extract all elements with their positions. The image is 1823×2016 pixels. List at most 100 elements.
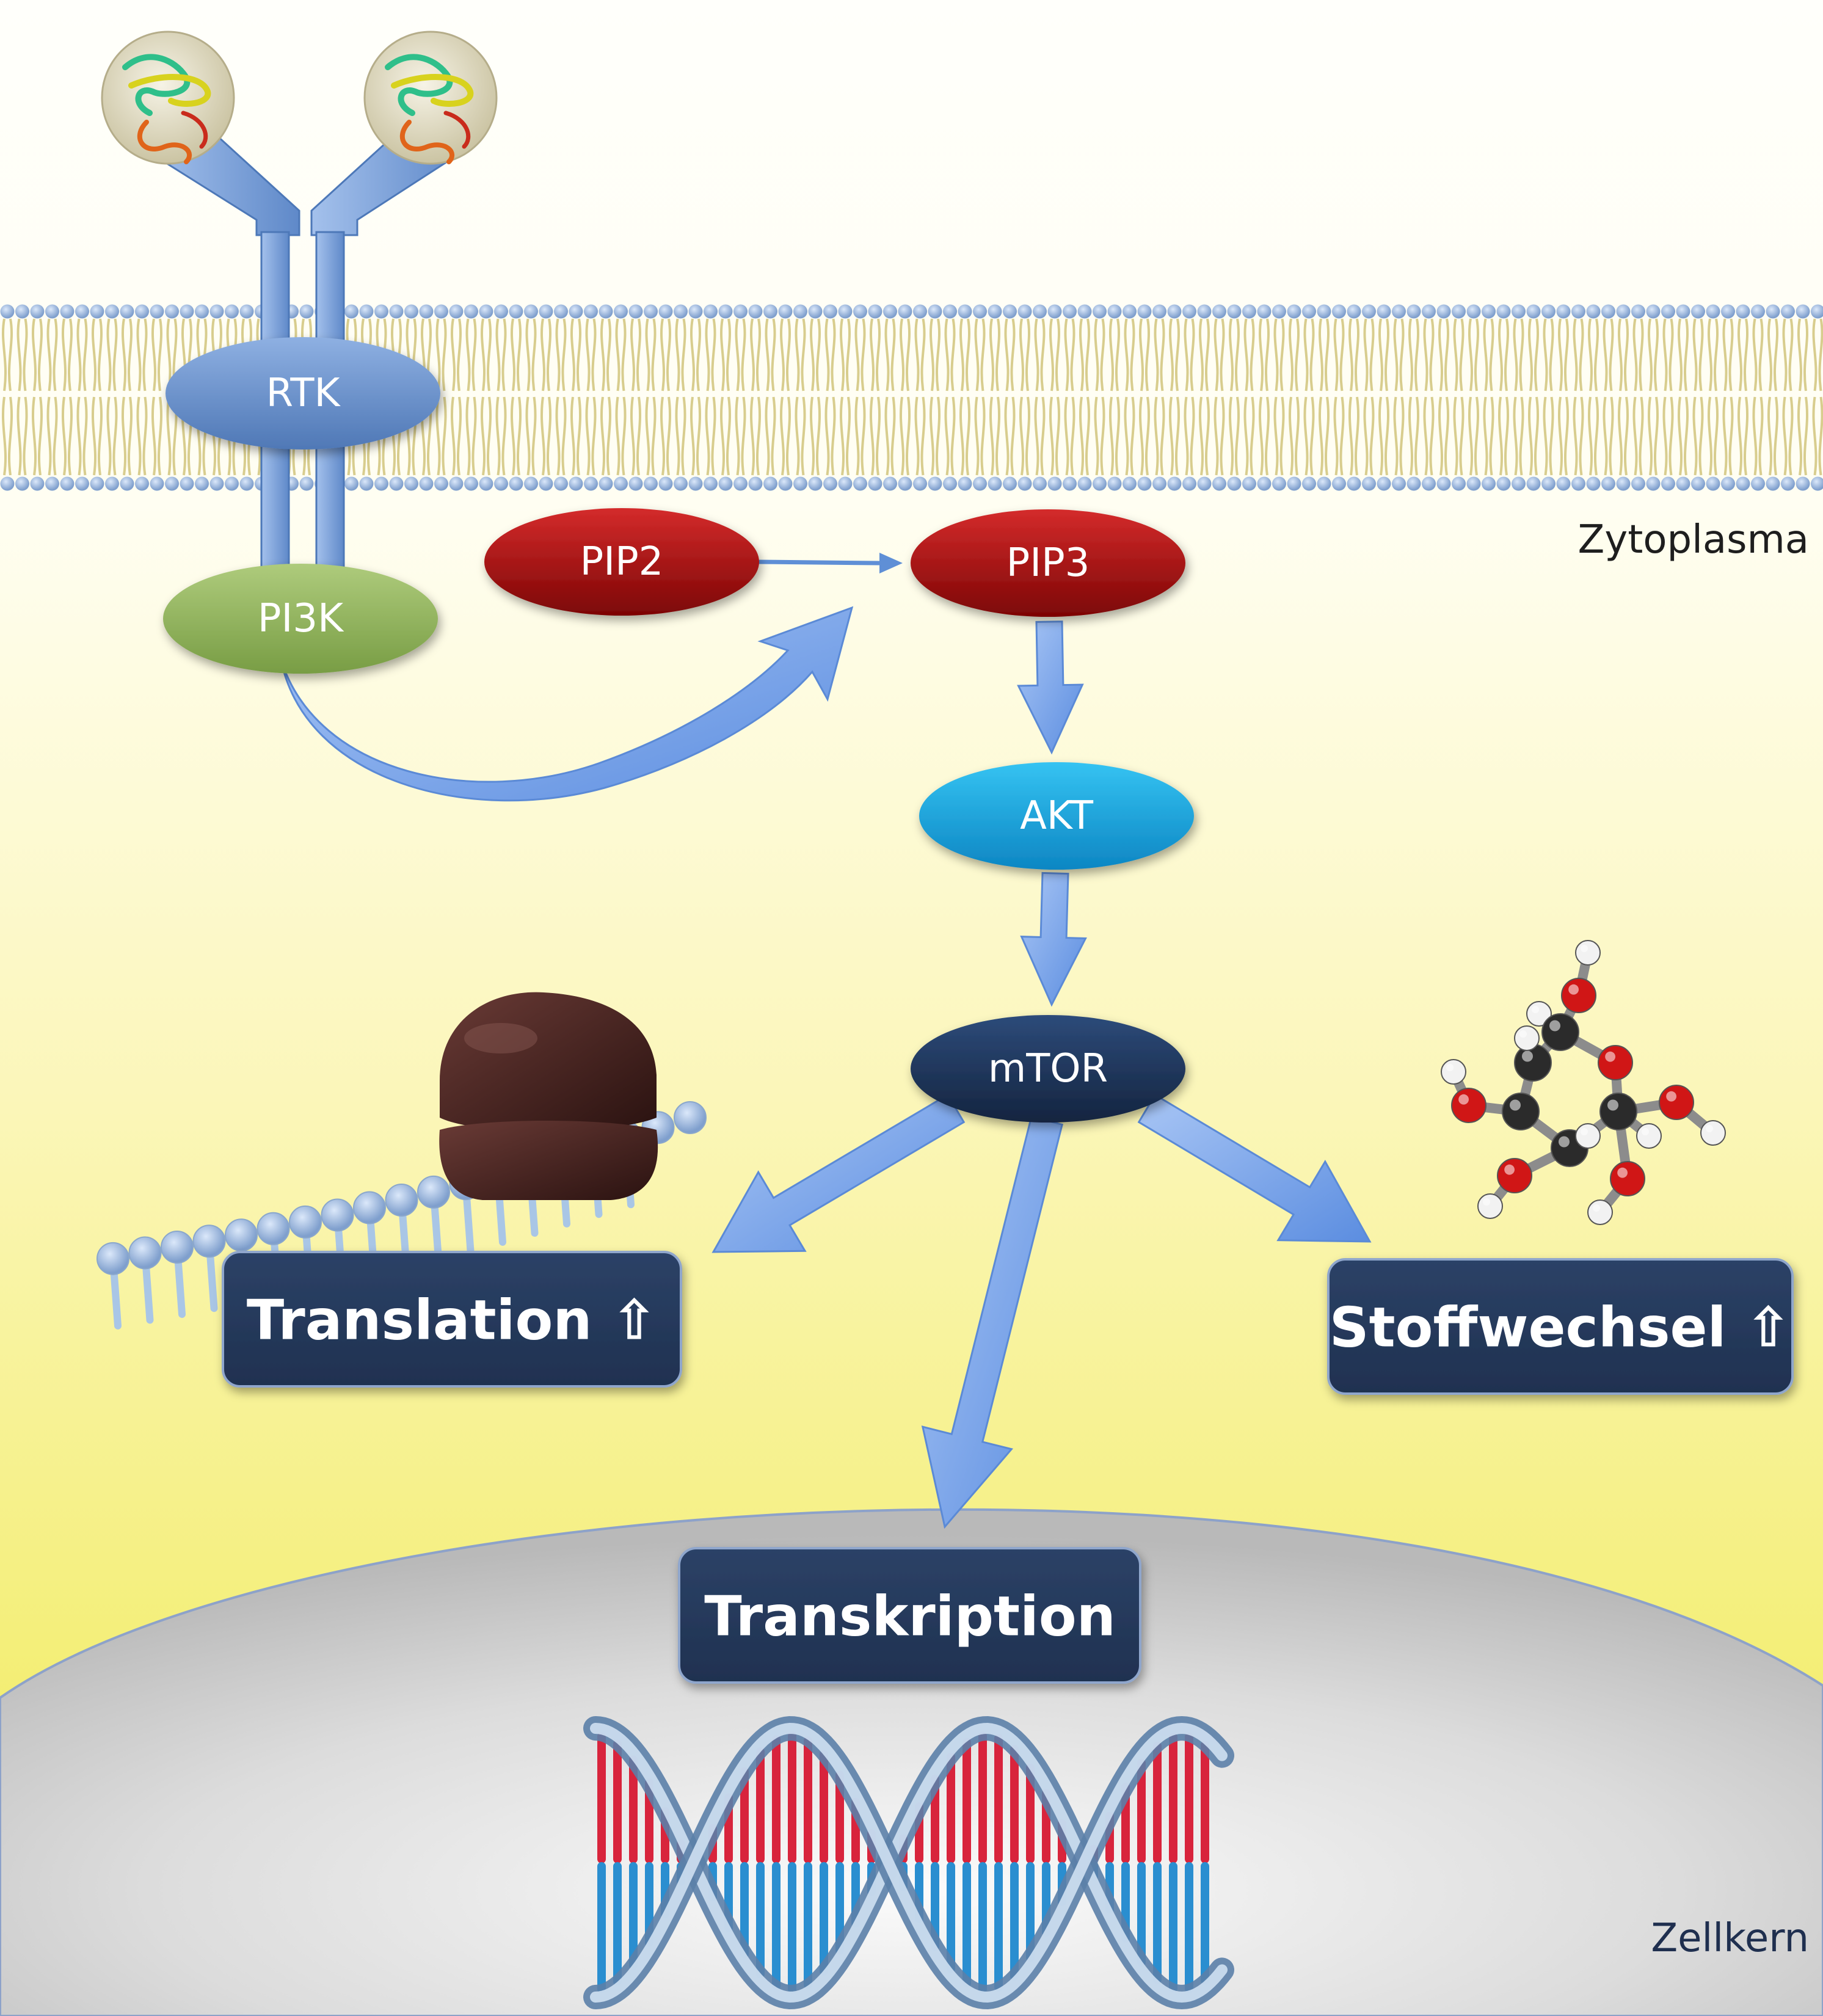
lipid-head [1601,304,1615,319]
lipid-tail [1504,318,1509,391]
pip3-label: PIP3 [1006,540,1090,586]
lipid-tail [1474,318,1479,391]
lipid-head [1781,304,1795,319]
lipid-tail [531,318,537,391]
lipid-head [404,476,418,491]
lipid-head [75,476,89,491]
lipid-tail [142,396,148,476]
hydrogen-atom [1514,1025,1540,1051]
lipid-tail [1668,396,1674,476]
lipid-tail [23,396,28,476]
lipid-tail [1744,318,1748,391]
lipid-tail [435,318,441,391]
lipid-tail [854,318,860,391]
lipid-tail [810,318,815,391]
lipid-tail [726,396,731,476]
lipid-tail [720,318,725,391]
lipid-tail [511,318,515,391]
lipid-tail [1235,318,1240,391]
lipid-tail [914,318,920,391]
lipid-tail [1618,396,1623,476]
lipid-head [1796,304,1810,319]
lipid-tail [1243,396,1249,476]
lipid-head [165,476,179,491]
lipid-head [464,476,478,491]
lipid-tail [1662,396,1668,476]
lipid-head [1661,476,1675,491]
lipid-tail [1378,318,1383,391]
lipid-tail [1154,318,1159,391]
pip2-node: PIP2 [484,508,759,616]
lipid-head [120,304,134,319]
lipid-head [15,304,29,319]
carbon-atom [1514,1044,1552,1082]
lipid-head [1227,476,1242,491]
lipid-head [225,476,239,491]
lipid-head [1362,304,1376,319]
lipid-head [1377,304,1391,319]
lipid-tail [38,396,43,476]
lipid-head [913,304,927,319]
lipid-tail [600,318,605,391]
lipid-tail [690,318,695,391]
lipid-head [449,304,464,319]
lipid-tail [1648,396,1653,476]
lipid-head [569,304,583,319]
rtk-label: RTK [266,371,341,416]
lipid-tail [76,396,82,476]
lipid-tail [974,318,980,391]
lipid-head [1137,476,1152,491]
lipid-tail [501,318,507,391]
lipid-tail [1744,396,1748,476]
lipid-head [1646,476,1661,491]
lipid-tail [151,396,156,476]
lipid-head [45,304,59,319]
lipid-head [1482,304,1496,319]
lipid-tail [1010,396,1016,476]
lipid-head [658,476,673,491]
akt-label: AKT [1020,793,1094,839]
lipid-tail [666,318,671,391]
lipid-head [359,476,374,491]
lipid-tail [1369,318,1375,391]
lipid-tail [136,396,142,476]
lipid-tail [1319,396,1323,476]
lipid-tail [1319,318,1323,391]
lipid-tail [1429,318,1435,391]
lipid-head [299,304,314,319]
lipid-tail [1079,318,1084,391]
lipid-tail [1004,396,1010,476]
lipid-tail [1594,396,1599,476]
lipid-tail [720,396,725,476]
lipid-head [15,476,29,491]
lipid-tail [1812,396,1818,476]
lipid-tail [666,396,671,476]
lipid-tail [1199,318,1204,391]
lipid-tail [1528,318,1533,391]
lipid-tail [1752,396,1758,476]
pi3k-node: PI3K [163,564,438,674]
lipid-head [1392,304,1406,319]
lipid-tail [1588,396,1593,476]
lipid-tail [136,318,142,391]
lipid-head [1556,304,1571,319]
lipid-tail [1220,396,1225,476]
lipid-head [1347,304,1361,319]
lipid-tail [651,396,657,476]
lipid-tail [1085,318,1090,391]
lipid-tail [936,396,941,476]
lipid-head [1601,476,1615,491]
lipid-tail [481,318,486,391]
lipid-tail [76,318,82,391]
lipid-head [1586,304,1601,319]
lipid-head [988,476,1002,491]
lipid-head [838,304,853,319]
lipid-head [494,304,508,319]
lipid-tail [1654,318,1659,391]
lipid-tail [1339,318,1345,391]
lipid-tail [1818,318,1823,391]
lipid-tail [824,396,830,476]
lipid-tail [1348,318,1353,391]
lipid-tail [495,396,501,476]
lipid-tail [1573,396,1578,476]
